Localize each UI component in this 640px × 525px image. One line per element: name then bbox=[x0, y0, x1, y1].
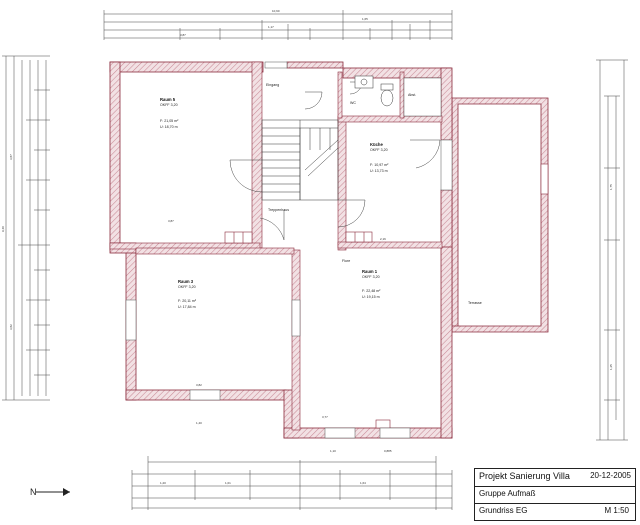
kueche-perimeter: U: 13,73 m bbox=[370, 169, 388, 173]
door-swings bbox=[229, 81, 441, 241]
raum5-area: F: 21,05 m² bbox=[160, 119, 179, 123]
raum5-okff: OKFF 3,20 bbox=[160, 103, 178, 107]
dim-win-c: 0,885 bbox=[384, 449, 392, 453]
project-date: 20-12-2005 bbox=[590, 471, 631, 480]
dim-left-b: 3,87 bbox=[9, 154, 13, 160]
raum1-name: Raum 1 bbox=[362, 269, 378, 274]
raum1-okff: OKFF 3,20 bbox=[362, 275, 380, 279]
dimension-chain-bottom bbox=[131, 456, 453, 510]
north-label: N bbox=[30, 487, 37, 497]
raum3-okff: OKFF 3,20 bbox=[178, 285, 196, 289]
dim-win-b: 1,10 bbox=[330, 449, 336, 453]
raum1-area: F: 22,48 m² bbox=[362, 289, 381, 293]
interior-walls bbox=[109, 61, 443, 431]
dim-bot-a: 1,20 bbox=[160, 481, 166, 485]
raum1-perimeter: U: 19,15 m bbox=[362, 295, 380, 299]
room-raum5: Raum 5 OKFF 3,20 F: 21,05 m² U: 18,70 m bbox=[160, 97, 179, 129]
windows bbox=[125, 61, 453, 439]
label-wc: WC bbox=[350, 101, 356, 105]
raum5-name: Raum 5 bbox=[160, 97, 176, 102]
dim-win-a: 1,40 bbox=[196, 421, 202, 425]
plan-scale: M 1:50 bbox=[604, 506, 629, 515]
group-name: Gruppe Aufmaß bbox=[479, 489, 536, 498]
dim-left-a: 3,82 bbox=[9, 324, 13, 330]
label-terrasse: Terrasse bbox=[468, 301, 482, 305]
kueche-okff: OKFF 3,20 bbox=[370, 148, 388, 152]
title-row-project: Projekt Sanierung Villa 20-12-2005 bbox=[475, 469, 635, 487]
raum5-perimeter: U: 18,70 m bbox=[160, 125, 178, 129]
label-eingang: Eingang bbox=[266, 83, 279, 87]
storage-room bbox=[403, 77, 442, 117]
wc-fixtures bbox=[354, 75, 394, 107]
project-title: Projekt Sanierung Villa bbox=[479, 471, 570, 481]
room-raum1: Raum 1 OKFF 3,20 F: 22,48 m² U: 19,15 m bbox=[362, 269, 381, 299]
dim-right-a: 1,75 bbox=[609, 184, 613, 190]
label-kleinraum: Abst. bbox=[408, 93, 416, 97]
dim-left-total: 9,40 bbox=[1, 226, 5, 232]
dimension-chain-right bbox=[596, 59, 628, 441]
dimension-chain-top bbox=[103, 10, 453, 40]
dim-raum1-w: 3,77 bbox=[322, 415, 328, 419]
dim-raum5-w: 3,87 bbox=[168, 219, 174, 223]
dim-raum3-w: 3,82 bbox=[196, 383, 202, 387]
dim-top-total: 10,90 bbox=[272, 9, 280, 13]
label-flur: Flure bbox=[342, 259, 350, 263]
dim-bot-b: 1,01 bbox=[225, 481, 231, 485]
plan-name: Grundriss EG bbox=[479, 506, 528, 515]
title-row-plan: Grundriss EG M 1:50 bbox=[475, 504, 635, 520]
title-row-group: Gruppe Aufmaß bbox=[475, 487, 635, 504]
terrace bbox=[451, 97, 549, 333]
dim-top-b: 1,17 bbox=[268, 25, 274, 29]
room-kueche: Küche OKFF 3,20 F: 10,97 m² U: 13,73 m bbox=[370, 142, 389, 173]
dim-top-c: 3,87 bbox=[180, 33, 186, 37]
dimension-chain-left bbox=[2, 55, 50, 401]
staircase bbox=[261, 119, 339, 201]
dim-top-a: 1,65 bbox=[362, 17, 368, 21]
title-block: Projekt Sanierung Villa 20-12-2005 Grupp… bbox=[474, 468, 636, 521]
kueche-area: F: 10,97 m² bbox=[370, 163, 389, 167]
raum3-area: F: 20,11 m² bbox=[178, 299, 197, 303]
raum3-perimeter: U: 17,84 m bbox=[178, 305, 196, 309]
label-treppenhaus: Treppenhaus bbox=[268, 208, 289, 212]
kueche-name: Küche bbox=[370, 142, 383, 147]
room-raum3: Raum 3 OKFF 3,20 F: 20,11 m² U: 17,84 m bbox=[178, 279, 197, 309]
dim-kueche-w: 2,16 bbox=[380, 237, 386, 241]
dim-bot-c: 1,64 bbox=[360, 481, 366, 485]
raum3-name: Raum 3 bbox=[178, 279, 194, 284]
north-arrow: N bbox=[30, 487, 70, 497]
dim-right-b: 1,25 bbox=[609, 364, 613, 370]
